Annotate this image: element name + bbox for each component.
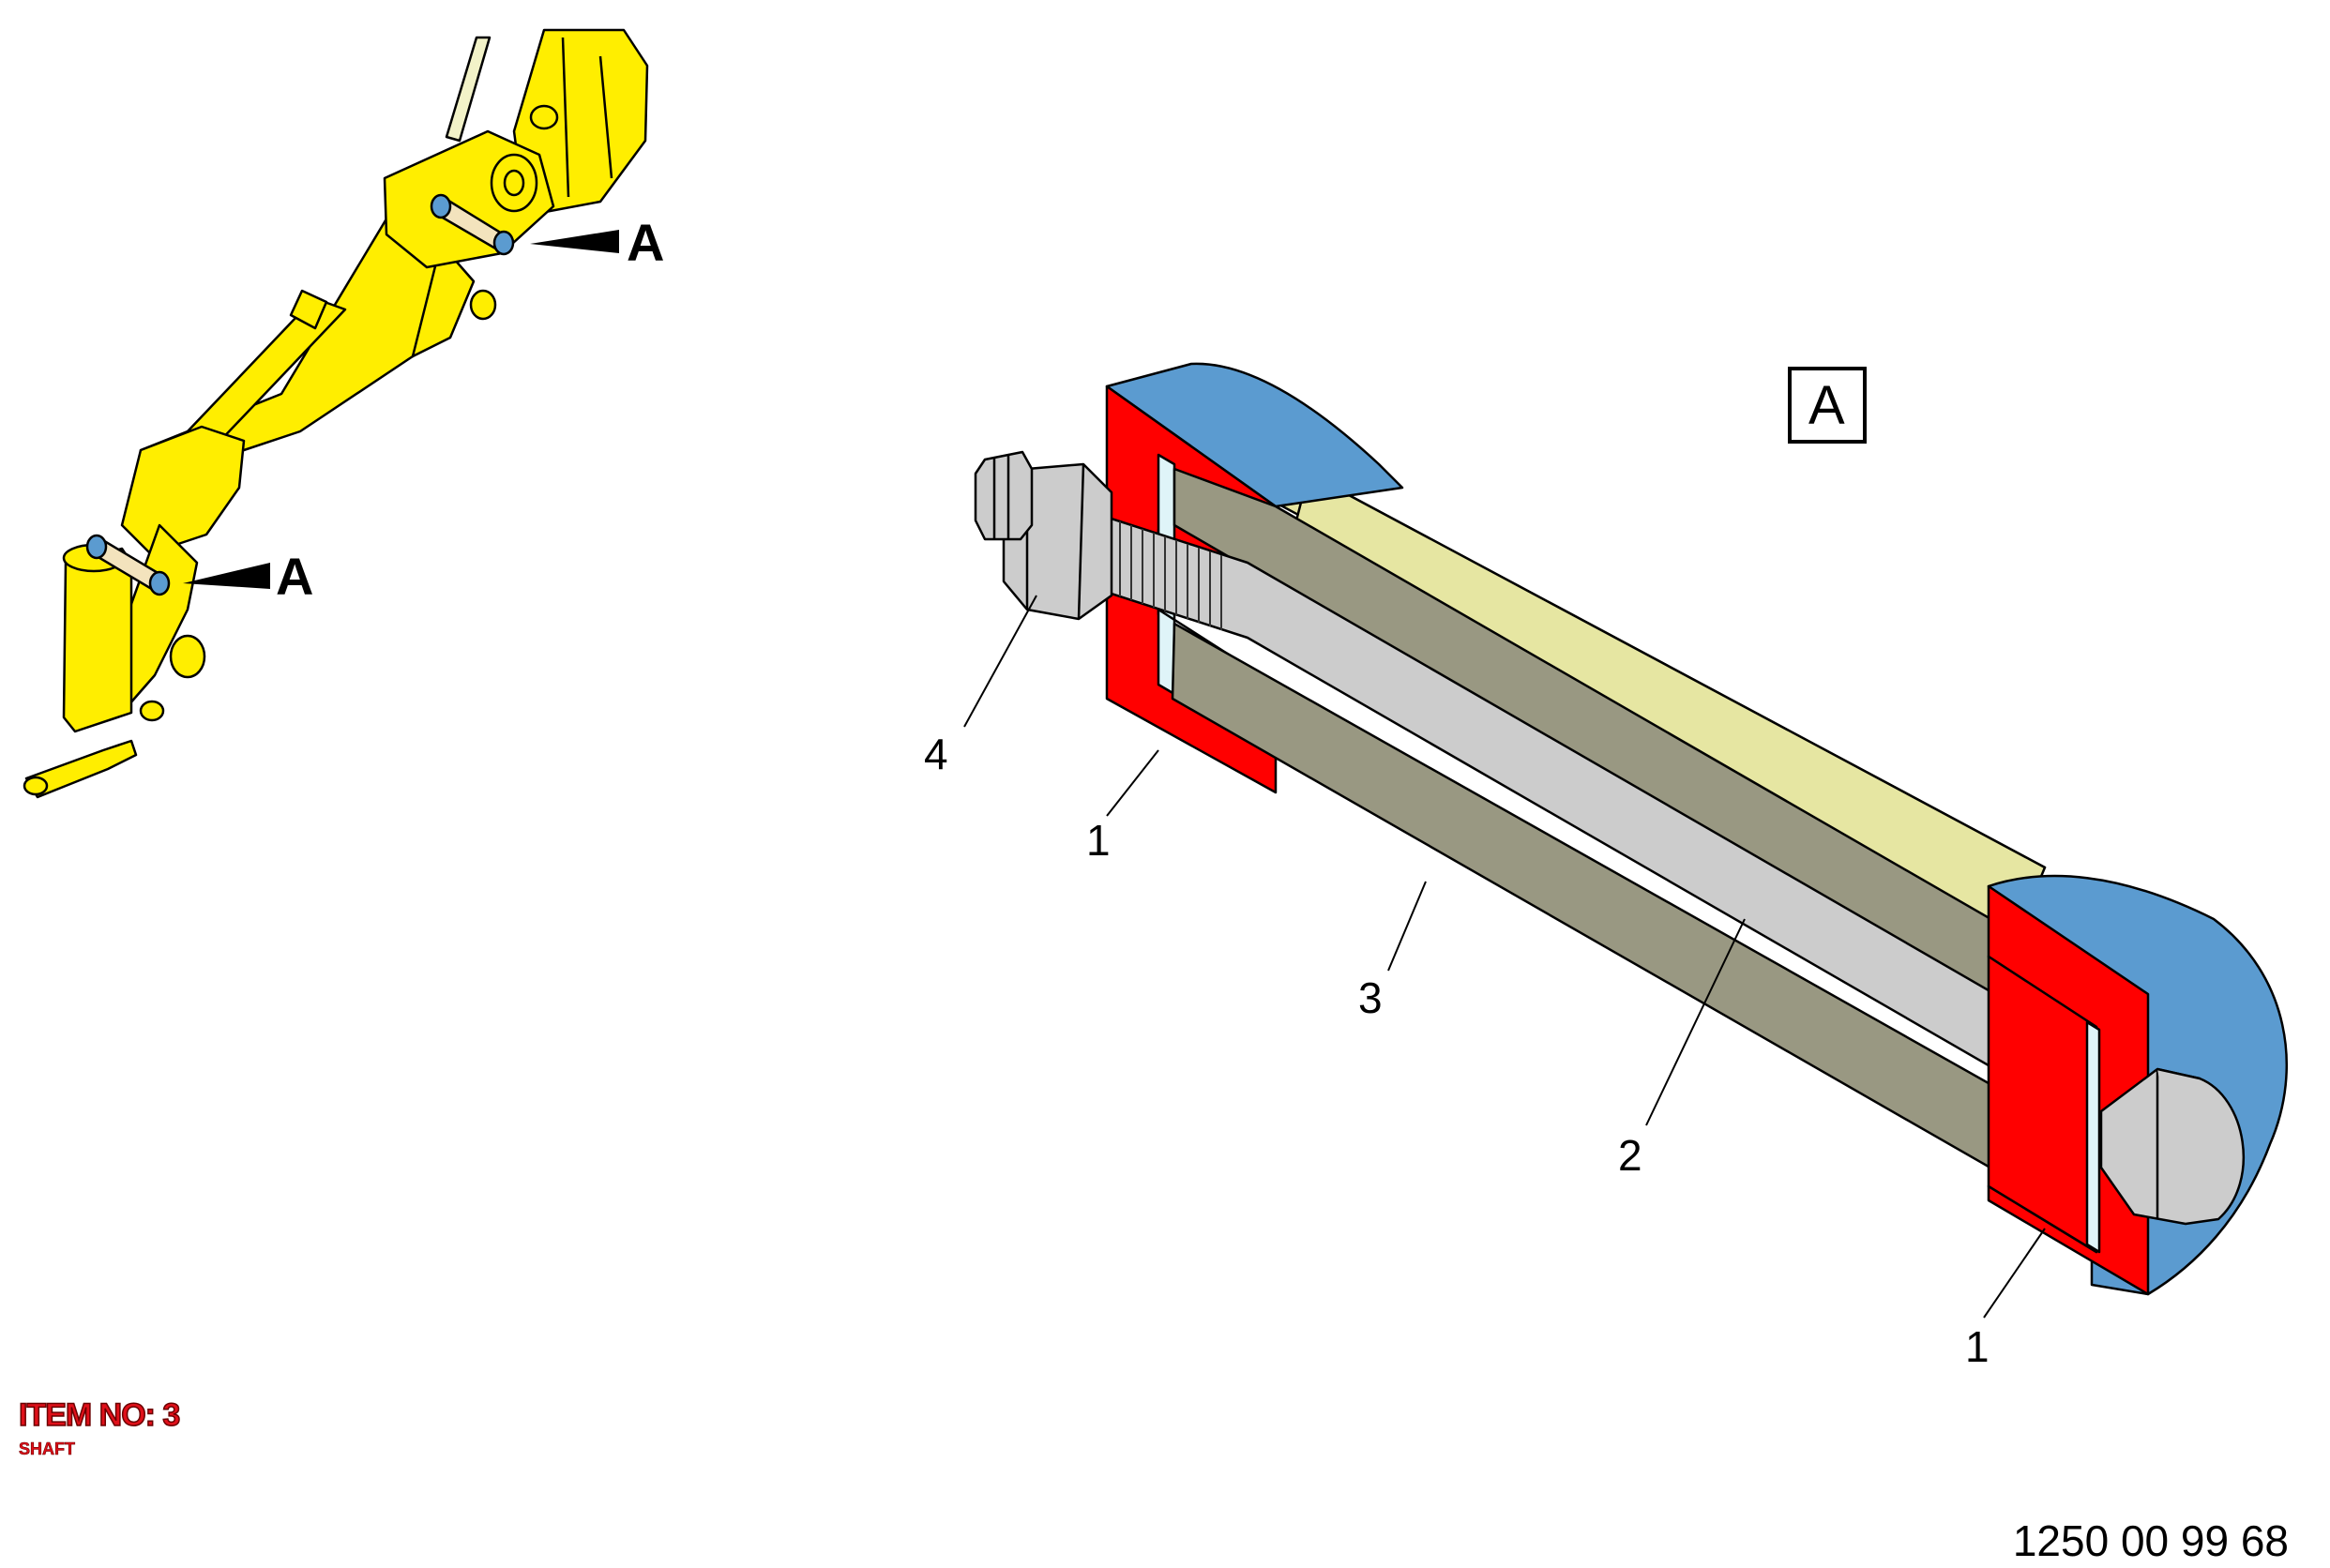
- leader-lines: [963, 595, 2046, 1319]
- callout-4: 4: [924, 730, 948, 778]
- left-housing-blue: [1105, 362, 1404, 508]
- callout-3: 3: [1358, 973, 1383, 1022]
- shaft-assembly-section: [974, 362, 2288, 1296]
- callout-1-left: 1: [1086, 816, 1111, 865]
- view-label-box: A: [1788, 367, 1867, 444]
- view-marker-bottom: A: [276, 547, 313, 606]
- item-name-label: SHAFT: [19, 1440, 76, 1458]
- item-number-label: ITEM NO: 3: [18, 1397, 181, 1433]
- bolt-tip: [974, 450, 1034, 541]
- callout-1-right: 1: [1965, 1322, 1990, 1371]
- view-label: A: [1808, 375, 1845, 436]
- drawing-number: 1250 00 99 68: [2012, 1516, 2289, 1565]
- view-marker-top: A: [627, 213, 664, 272]
- callout-2: 2: [1618, 1131, 1642, 1180]
- view-pointer-top: A: [530, 213, 664, 272]
- view-pointer-bottom: A: [183, 547, 313, 606]
- boom-overview: [23, 28, 649, 799]
